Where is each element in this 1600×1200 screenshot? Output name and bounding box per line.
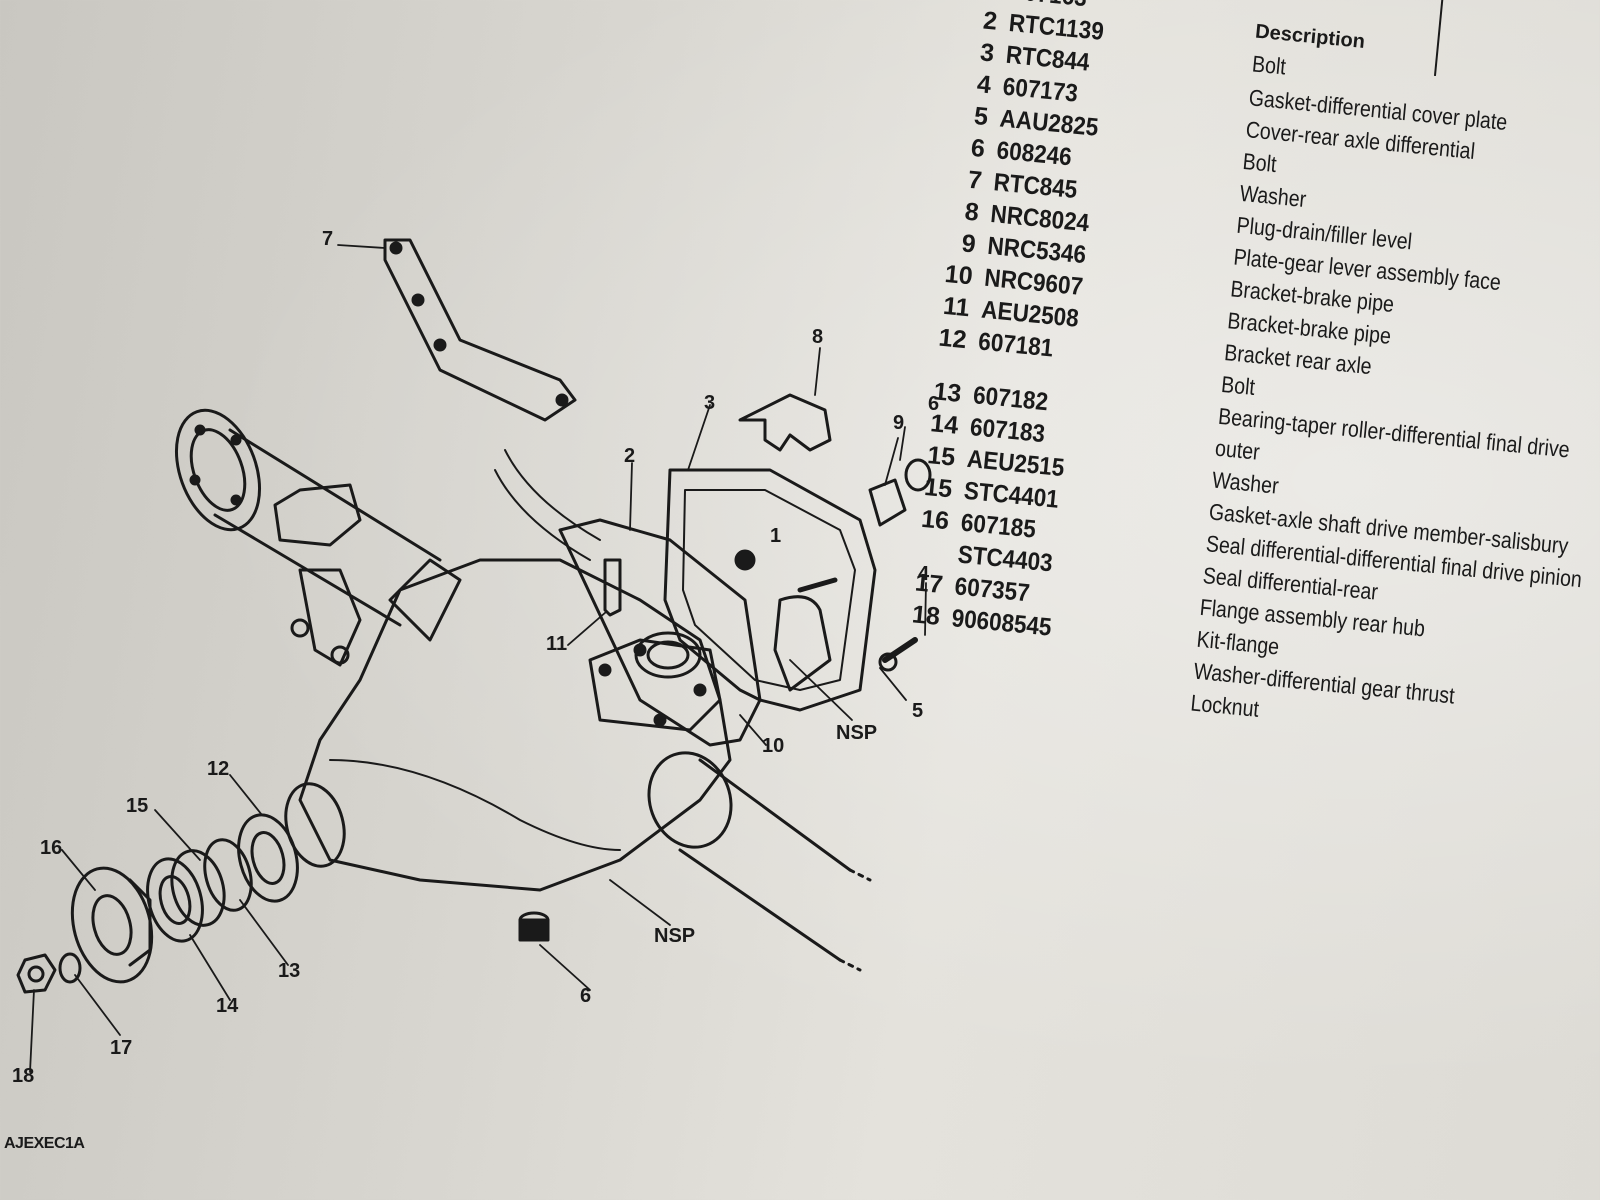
figure-code: AJEXEC1A: [4, 1135, 85, 1152]
part-number: 607173: [1001, 72, 1080, 108]
part-number: RTC1139: [1007, 8, 1106, 46]
callout-15: 15: [126, 795, 149, 817]
callout-10: 10: [762, 735, 785, 757]
part-description: Bolt: [1241, 147, 1278, 178]
item-number: 18: [910, 600, 942, 631]
callout-14: 14: [216, 995, 239, 1017]
callout-18: 18: [12, 1065, 35, 1087]
callout-12: 12: [207, 758, 230, 780]
callout-11: 11: [546, 633, 568, 655]
part-description: outer: [1214, 434, 1261, 465]
parts-list: Description 607163 Bolt 2 RTC1139 Gasket…: [887, 0, 1600, 814]
part-number: RTC845: [992, 168, 1079, 205]
item-number: 11: [941, 291, 971, 323]
item-number: 13: [932, 377, 963, 408]
callout-16: 16: [40, 837, 63, 859]
callout-nsp-cover: NSP: [836, 722, 878, 744]
part-description: Bearing-taper roller-differential final …: [1217, 402, 1571, 463]
part-number: 607357: [953, 572, 1031, 608]
part-description: Kit-flange: [1195, 625, 1281, 660]
item-number: 5: [972, 101, 990, 132]
cover-plate-3-shape: [663, 468, 877, 712]
part-description: Locknut: [1189, 689, 1261, 722]
part-number: 608246: [995, 136, 1073, 172]
part-description: Bolt: [1251, 50, 1288, 80]
part-number: 607181: [977, 327, 1055, 363]
item-number: 12: [937, 323, 968, 355]
callout-5: 5: [912, 700, 924, 722]
callout-1: 1: [770, 525, 782, 547]
callout-8: 8: [812, 326, 824, 348]
part-number: 607182: [971, 381, 1050, 417]
callout-4: 4: [918, 563, 930, 585]
part-description: Bolt: [1220, 370, 1257, 401]
item-number: 8: [963, 197, 981, 227]
item-number: 10: [943, 259, 974, 291]
callout-13: 13: [278, 960, 301, 982]
item-number: 17: [913, 568, 945, 600]
callout-9: 9: [893, 412, 905, 434]
part-number: RTC844: [1004, 40, 1091, 77]
item-number: [907, 535, 947, 539]
item-number: 6: [969, 133, 987, 164]
item-number: 9: [960, 229, 978, 259]
item-number: 2: [981, 6, 999, 36]
part-number: 607185: [959, 508, 1038, 544]
differential-housing: [284, 558, 732, 892]
item-number: 14: [929, 409, 960, 440]
part-number: STC4403: [956, 540, 1054, 578]
callout-nsp-housing: NSP: [654, 925, 696, 947]
callout-6-bottom: 6: [580, 985, 592, 1007]
bracket-7-shape: [383, 238, 577, 422]
right-axle-tube: [647, 751, 872, 972]
part-description: Washer: [1211, 466, 1280, 499]
item-number: 15: [926, 441, 957, 472]
callout-2: 2: [624, 445, 636, 467]
callout-6-top: 6: [928, 393, 940, 415]
item-number: 4: [975, 70, 993, 100]
left-axle-tube: [174, 408, 462, 667]
part-number: 607183: [968, 413, 1047, 449]
part-description: Washer: [1238, 179, 1308, 213]
part-number: STC4401: [962, 476, 1060, 514]
callout-17: 17: [110, 1037, 133, 1059]
item-number: 7: [966, 165, 984, 195]
item-number: 3: [978, 38, 996, 68]
callout-7: 7: [322, 228, 334, 250]
callout-3: 3: [704, 392, 716, 414]
part-number: 90608545: [950, 604, 1053, 642]
item-number: 15: [923, 472, 954, 504]
item-number: 16: [919, 504, 951, 536]
